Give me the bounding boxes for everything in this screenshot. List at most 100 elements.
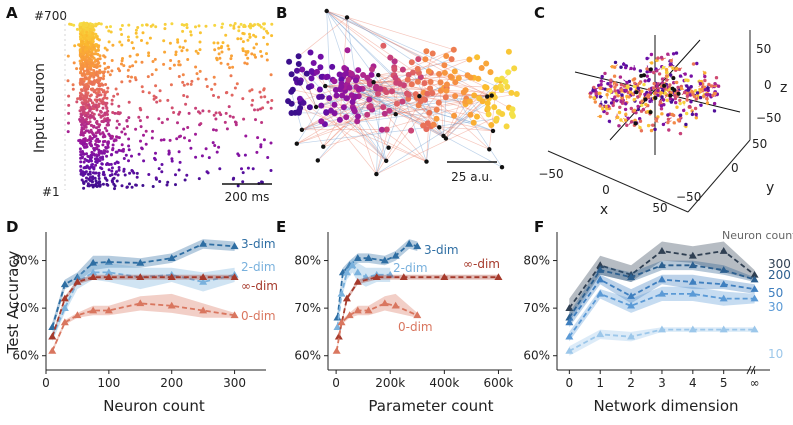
spike-point bbox=[185, 173, 189, 177]
spike-point bbox=[98, 64, 102, 68]
spike-point bbox=[86, 139, 89, 142]
spike-point bbox=[100, 70, 104, 74]
spike-point bbox=[90, 32, 94, 36]
spike-point bbox=[142, 133, 145, 137]
series-marker bbox=[391, 301, 400, 309]
spike-point bbox=[97, 174, 101, 178]
network-node bbox=[408, 81, 415, 88]
network-edge bbox=[349, 87, 447, 139]
spike-point bbox=[96, 37, 100, 41]
spike-point bbox=[85, 46, 89, 49]
point-marker bbox=[591, 88, 595, 93]
spike-point bbox=[75, 27, 79, 31]
spike-point bbox=[231, 115, 235, 119]
spike-point bbox=[97, 82, 101, 86]
spike-point bbox=[91, 36, 95, 40]
panel-c-z-tick-0: −50 bbox=[756, 111, 781, 125]
spike-point bbox=[266, 100, 270, 104]
y-tick-label: 80% bbox=[12, 254, 39, 268]
point-marker bbox=[622, 62, 626, 66]
spike-point bbox=[93, 171, 97, 175]
point-marker bbox=[638, 92, 642, 96]
series-marker bbox=[361, 273, 370, 281]
point-marker bbox=[613, 65, 617, 69]
x-tick-label: 0 bbox=[42, 376, 50, 390]
network-node bbox=[427, 85, 434, 92]
spike-point bbox=[270, 34, 274, 38]
point-marker bbox=[712, 101, 717, 106]
series-marker bbox=[230, 242, 239, 250]
point-marker bbox=[588, 95, 592, 99]
spike-point bbox=[147, 54, 151, 58]
panel-b: B 25 a.u. bbox=[276, 4, 520, 184]
network-node bbox=[288, 88, 295, 95]
panel-b-scalebar-label: 25 a.u. bbox=[451, 170, 493, 184]
spike-point bbox=[81, 67, 85, 71]
point-marker bbox=[625, 80, 629, 85]
point-marker bbox=[600, 74, 604, 79]
spike-point bbox=[259, 145, 263, 149]
network-graph bbox=[285, 8, 520, 177]
input-marker bbox=[634, 90, 639, 95]
spike-point bbox=[106, 145, 110, 149]
spike-point bbox=[256, 136, 260, 140]
network-node bbox=[332, 87, 339, 93]
spike-point bbox=[181, 29, 185, 33]
network-node bbox=[498, 86, 505, 93]
spike-point bbox=[232, 26, 236, 30]
point-marker bbox=[640, 103, 644, 108]
point-marker bbox=[598, 114, 602, 119]
y-tick-label: 60% bbox=[294, 349, 321, 363]
point-marker bbox=[672, 113, 676, 118]
spike-point bbox=[132, 171, 136, 175]
spike-point bbox=[201, 109, 205, 113]
network-node bbox=[366, 96, 373, 103]
spike-point bbox=[115, 135, 118, 139]
point-marker bbox=[632, 98, 636, 102]
spike-point bbox=[78, 28, 82, 32]
network-node bbox=[396, 80, 403, 87]
series-marker bbox=[60, 294, 69, 302]
network-edge bbox=[454, 95, 503, 168]
spike-point bbox=[162, 39, 166, 43]
point-marker bbox=[666, 120, 670, 125]
spike-point bbox=[262, 22, 266, 26]
network-node bbox=[405, 95, 412, 102]
spike-point bbox=[80, 117, 84, 121]
point-marker bbox=[623, 107, 628, 112]
series-marker bbox=[627, 301, 636, 309]
point-marker bbox=[706, 86, 710, 90]
network-node bbox=[423, 48, 430, 55]
spike-point bbox=[86, 27, 90, 31]
series-marker bbox=[60, 280, 69, 288]
spike-point bbox=[197, 24, 201, 28]
spike-point bbox=[102, 170, 106, 174]
spike-point bbox=[182, 83, 186, 87]
spike-point bbox=[248, 35, 252, 39]
point-marker bbox=[648, 90, 652, 95]
point-marker bbox=[651, 86, 656, 90]
network-edge bbox=[352, 101, 389, 148]
point-marker bbox=[632, 77, 637, 81]
spike-point bbox=[168, 67, 172, 70]
network-edge bbox=[316, 106, 437, 111]
input-marker bbox=[662, 83, 667, 88]
input-node bbox=[386, 145, 391, 150]
spike-point bbox=[120, 130, 124, 134]
spike-point bbox=[141, 31, 145, 35]
point-marker bbox=[689, 100, 693, 104]
spike-point bbox=[194, 132, 197, 136]
spike-point bbox=[175, 137, 179, 141]
spike-point bbox=[86, 100, 90, 104]
spike-point bbox=[251, 98, 255, 102]
spike-point bbox=[89, 28, 93, 32]
network-node bbox=[467, 111, 474, 118]
spike-point bbox=[85, 145, 89, 149]
point-marker bbox=[665, 98, 669, 102]
spike-point bbox=[163, 50, 167, 54]
spike-point bbox=[72, 61, 76, 65]
spike-point bbox=[95, 108, 99, 112]
spike-point bbox=[229, 74, 233, 78]
